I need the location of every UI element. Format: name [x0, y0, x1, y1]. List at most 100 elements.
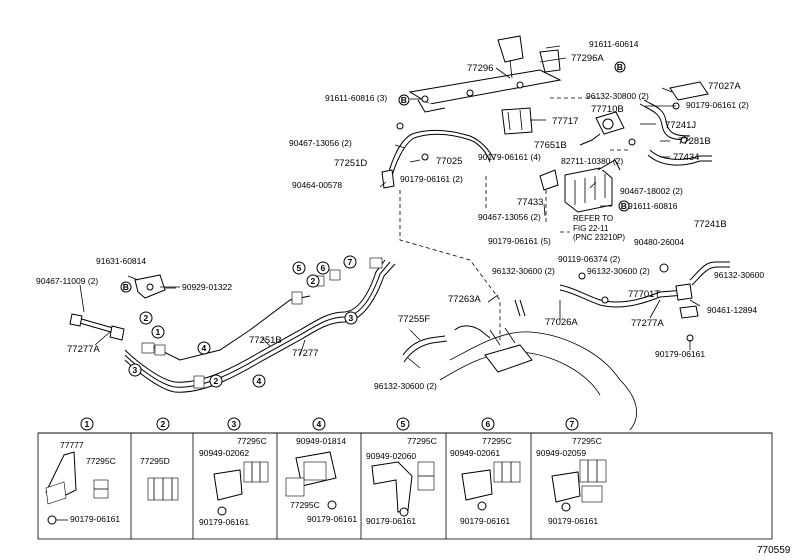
label-96132-30600-2b[interactable]: 96132-30600 (2): [587, 266, 650, 276]
svg-text:4: 4: [257, 376, 262, 386]
label-77251d[interactable]: 77251D: [334, 158, 367, 169]
label-96132-30800[interactable]: 96132-30800 (2): [586, 91, 649, 101]
callout-4-pipe-a[interactable]: 4: [197, 341, 211, 355]
b-bubble-top-right[interactable]: B: [614, 61, 626, 73]
b-bubble-lower-left[interactable]: B: [120, 281, 132, 293]
label-90929-01322[interactable]: 90929-01322: [182, 282, 232, 292]
fuel-tank-outline: [402, 325, 637, 431]
label-77277a-left[interactable]: 77277A: [67, 344, 100, 355]
b-bubble-canister[interactable]: B: [618, 200, 630, 212]
svg-text:3: 3: [349, 313, 354, 323]
svg-text:4: 4: [202, 343, 207, 353]
label-77717[interactable]: 77717: [552, 116, 578, 127]
legend-1-part-c[interactable]: 90179-06161: [70, 514, 120, 524]
legend-header-4: 4: [312, 417, 326, 431]
legend-1-part-b[interactable]: 77295C: [86, 456, 116, 466]
label-90179-06161-4[interactable]: 90179-06161 (4): [478, 152, 541, 162]
legend-cell-2: 77295D: [140, 456, 179, 501]
label-77277a-right[interactable]: 77277A: [631, 318, 664, 329]
callout-5-pipe[interactable]: 5: [292, 261, 306, 275]
svg-text:3: 3: [232, 419, 237, 429]
label-90119-06374[interactable]: 90119-06374 (2): [558, 254, 620, 264]
svg-text:1: 1: [85, 419, 90, 429]
label-90467-13056-2b[interactable]: 90467-13056 (2): [478, 212, 541, 222]
legend-cell-6: 90949-02061 77295C 90179-06161: [450, 436, 521, 526]
label-77027a[interactable]: 77027A: [708, 81, 741, 92]
label-77255f[interactable]: 77255F: [398, 314, 430, 325]
refer-pnc-text: (PNC 23210P): [573, 233, 625, 242]
label-77025[interactable]: 77025: [436, 156, 462, 167]
legend-header-5: 5: [396, 417, 410, 431]
callout-6-pipe[interactable]: 6: [316, 261, 330, 275]
label-96132-30600-2a[interactable]: 96132-30600 (2): [492, 266, 555, 276]
callout-4-pipe-b[interactable]: 4: [252, 374, 266, 388]
legend-7-part-b[interactable]: 77295C: [572, 436, 602, 446]
part-labels: 91611-60614 77296 77296A 77027A 91611-60…: [36, 39, 764, 391]
legend-5-part-b[interactable]: 77295C: [407, 436, 437, 446]
callout-2-pipe-c[interactable]: 2: [306, 274, 320, 288]
label-90480-26004[interactable]: 90480-26004: [634, 237, 684, 247]
label-91611-60816-3[interactable]: 91611-60816 (3): [325, 93, 387, 103]
legend-4-part-c[interactable]: 90179-06161: [307, 514, 357, 524]
label-96132-30600[interactable]: 96132-30600: [714, 270, 764, 280]
legend-3-part-c[interactable]: 90179-06161: [199, 517, 249, 527]
label-91611-60614[interactable]: 91611-60614: [589, 39, 639, 49]
legend-header-7: 7: [565, 417, 579, 431]
label-77434[interactable]: 77434: [673, 152, 699, 163]
svg-text:6: 6: [321, 263, 326, 273]
svg-text:7: 7: [348, 257, 353, 267]
label-90179-06161-right[interactable]: 90179-06161: [655, 349, 705, 359]
svg-text:1: 1: [156, 327, 161, 337]
label-77241b[interactable]: 77241B: [694, 219, 727, 230]
label-90467-11009[interactable]: 90467-11009 (2): [36, 276, 98, 286]
legend-7-part-c[interactable]: 90179-06161: [548, 516, 598, 526]
legend-6-part-c[interactable]: 90179-06161: [460, 516, 510, 526]
label-90179-06161-2b[interactable]: 90179-06161 (2): [400, 174, 463, 184]
label-82711-10380[interactable]: 82711-10380 (2): [561, 156, 623, 166]
label-91631-60814[interactable]: 91631-60814: [96, 256, 146, 266]
legend-4-part-b[interactable]: 77295C: [290, 500, 320, 510]
legend-3-part-a[interactable]: 90949-02062: [199, 448, 249, 458]
callout-3-pipe-b[interactable]: 3: [344, 311, 358, 325]
label-90464-00578[interactable]: 90464-00578: [292, 180, 342, 190]
legend-5-part-a[interactable]: 90949-02060: [366, 451, 416, 461]
legend-7-part-a[interactable]: 90949-02059: [536, 448, 586, 458]
label-77277[interactable]: 77277: [292, 348, 318, 359]
label-90179-06161-2a[interactable]: 90179-06161 (2): [686, 100, 749, 110]
label-77263a[interactable]: 77263A: [448, 294, 481, 305]
label-90467-18002[interactable]: 90467-18002 (2): [620, 186, 683, 196]
label-77026a[interactable]: 77026A: [545, 317, 578, 328]
b-bubble-left[interactable]: B: [398, 94, 410, 106]
label-77701t[interactable]: 77701T: [628, 289, 660, 300]
svg-text:4: 4: [317, 419, 322, 429]
label-77241j[interactable]: 77241J: [665, 120, 696, 131]
label-90467-13056-2a[interactable]: 90467-13056 (2): [289, 138, 352, 148]
label-77433[interactable]: 77433: [517, 197, 543, 208]
label-96132-30600-2c[interactable]: 96132-30600 (2): [374, 381, 437, 391]
callout-7-pipe[interactable]: 7: [343, 255, 357, 269]
label-77296[interactable]: 77296: [467, 63, 493, 74]
legend-4-part-a[interactable]: 90949-01814: [296, 436, 346, 446]
label-77281b[interactable]: 77281B: [678, 136, 711, 147]
label-77710b[interactable]: 77710B: [591, 104, 624, 115]
legend-5-part-c[interactable]: 90179-06161: [366, 516, 416, 526]
legend-6-part-b[interactable]: 77295C: [482, 436, 512, 446]
svg-text:7: 7: [570, 419, 575, 429]
clamp-legend-table: 1 2 3 4 5 6 7 77777 77295C 90179-06161 7…: [37, 417, 773, 540]
pipe-bracket-left: [134, 274, 176, 299]
callout-2-pipe-a[interactable]: 2: [139, 311, 153, 325]
legend-6-part-a[interactable]: 90949-02061: [450, 448, 500, 458]
label-77251b[interactable]: 77251B: [249, 335, 282, 346]
svg-text:6: 6: [486, 419, 491, 429]
callout-1-pipe[interactable]: 1: [151, 325, 165, 339]
legend-2-part-a[interactable]: 77295D: [140, 456, 170, 466]
label-91611-60816[interactable]: 91611-60816: [628, 201, 678, 211]
label-90461-12894[interactable]: 90461-12894: [707, 305, 757, 315]
legend-1-part-a[interactable]: 77777: [60, 440, 84, 450]
label-77296a[interactable]: 77296A: [571, 53, 604, 64]
label-77651b[interactable]: 77651B: [534, 140, 567, 151]
callout-2-pipe-b[interactable]: 2: [209, 374, 223, 388]
callout-3-pipe-a[interactable]: 3: [128, 363, 142, 377]
legend-3-part-b[interactable]: 77295C: [237, 436, 267, 446]
label-90179-06161-5[interactable]: 90179-06161 (5): [488, 236, 551, 246]
